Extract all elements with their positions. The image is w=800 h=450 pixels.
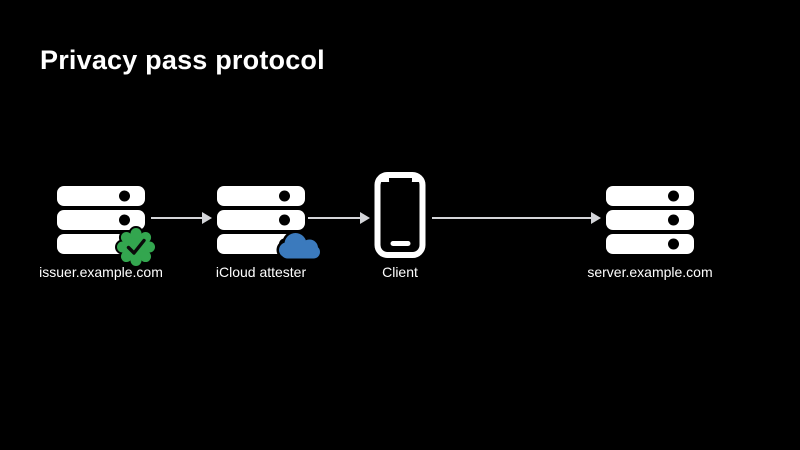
node-client: Client xyxy=(315,170,485,288)
arrow-head-icon xyxy=(202,212,212,224)
icloud-icon xyxy=(276,230,323,261)
node-label-client: Client xyxy=(382,264,418,280)
verified-checkmark-seal-icon xyxy=(115,226,157,268)
server-slab xyxy=(57,210,145,230)
arrow-client-to-server xyxy=(432,211,601,225)
server-slab xyxy=(217,186,305,206)
node-label-attester: iCloud attester xyxy=(215,264,307,280)
arrow-line xyxy=(432,217,591,219)
iphone-notch xyxy=(388,178,412,185)
server-slab xyxy=(606,186,694,206)
page-title: Privacy pass protocol xyxy=(40,45,325,76)
server-slab-dot xyxy=(119,214,130,226)
server-slab xyxy=(57,186,145,206)
server-slab-dot xyxy=(279,214,290,226)
server-rack-icon xyxy=(606,186,694,254)
arrow-attester-to-client xyxy=(308,211,370,225)
arrow-line xyxy=(308,217,360,219)
node-attester: iCloud attester xyxy=(176,170,346,288)
node-label-issuer: issuer.example.com xyxy=(39,264,163,280)
node-label-server: server.example.com xyxy=(587,264,713,280)
server-slab-dot xyxy=(668,238,679,250)
server-slab-dot xyxy=(668,190,679,202)
arrow-line xyxy=(151,217,202,219)
iphone-home-indicator xyxy=(390,241,410,246)
server-slab xyxy=(606,210,694,230)
arrow-issuer-to-attester xyxy=(151,211,212,225)
server-slab-dot xyxy=(279,190,290,202)
server-slab xyxy=(606,234,694,254)
node-server: server.example.com xyxy=(565,170,735,288)
server-slab-dot xyxy=(668,214,679,226)
server-slab-dot xyxy=(119,190,130,202)
server-slab xyxy=(217,210,305,230)
arrow-head-icon xyxy=(360,212,370,224)
iphone-icon xyxy=(374,172,426,258)
arrow-head-icon xyxy=(591,212,601,224)
node-issuer: issuer.example.com xyxy=(16,170,186,288)
